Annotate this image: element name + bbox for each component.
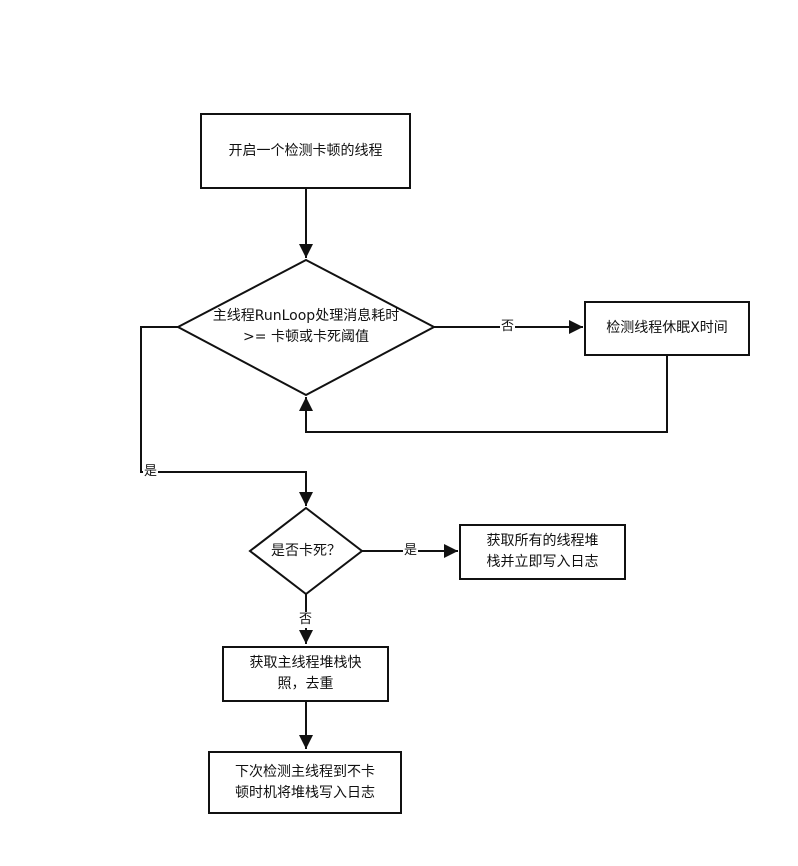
node-snapshot-main-stack: 获取主线程堆栈快 照，去重: [222, 646, 389, 702]
edge-label-yes-check-dead: 是: [143, 464, 159, 480]
edge-check-to-dead: [140, 326, 313, 506]
decision-diamond-runloop: [175, 258, 437, 397]
node-start-detect-thread: 开启一个检测卡顿的线程: [200, 113, 411, 189]
node-is-dead: 是否卡死？: [271, 542, 341, 559]
edge-label-yes-dead: 是: [403, 543, 419, 559]
edge-sleep-to-check: [299, 356, 668, 433]
edge-label-no-sleep: 否: [500, 319, 516, 335]
node-check-runloop: 主线程RunLoop处理消息耗时 >= 卡顿或卡死阈值: [212, 308, 400, 345]
node-sleep: 检测线程休眠X时间: [584, 301, 750, 356]
node-next-write-log: 下次检测主线程到不卡 顿时机将堆栈写入日志: [208, 751, 402, 814]
node-dump-all-stacks: 获取所有的线程堆 栈并立即写入日志: [459, 524, 626, 580]
edge-label-no-dead: 否: [298, 612, 314, 628]
